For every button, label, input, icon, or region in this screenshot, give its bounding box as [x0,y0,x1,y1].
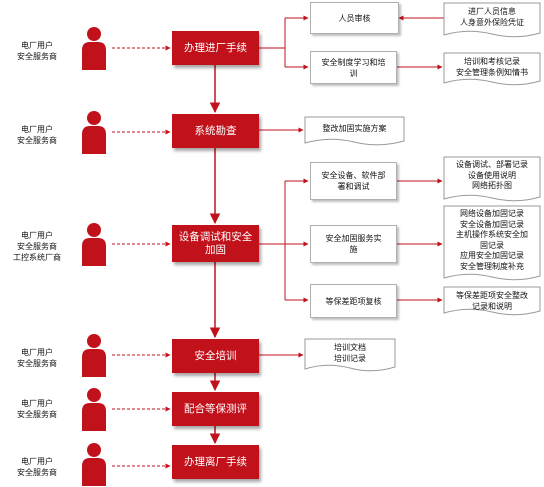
document-text: 整改加固实施方案 [305,124,404,135]
role-label: 电厂用户 安全服务商 [0,398,74,420]
document-line: 应用安全加固记录 [460,251,524,260]
role-label: 电厂用户 安全服务商 [0,456,74,478]
subtask-box: 等保差距项复核 [310,284,397,318]
document-line: 网络设备加固记录 [460,209,524,218]
role-label: 电厂用户 安全服务商 [0,40,74,62]
step-label: 配合等保测评 [184,402,247,415]
subtask-box: 人员审核 [310,2,399,34]
document-line: 设备调试、部署记录 [456,160,528,169]
role-line: 电厂用户 [21,41,53,50]
document-text: 培训文档 培训记录 [305,343,395,364]
person-icon [82,443,106,486]
subtask-label: 安全设备、软件部署和调试 [321,171,386,191]
role-line: 电厂用户 [21,399,53,408]
document-shape [443,2,541,38]
step-label: 设备调试和安全加固 [178,230,253,256]
step-box: 配合等保测评 [172,392,259,426]
document-text: 设备调试、部署记录 设备使用说明 网络拓扑图 [444,160,540,192]
role-line: 安全服务商 [17,410,57,419]
person-icon [82,223,106,266]
step-box: 办理进厂手续 [172,31,259,65]
step-box: 系统勘查 [172,114,259,148]
subtask-box: 安全制度学习和培训 [310,51,397,84]
step-box: 办理离厂手续 [172,445,259,479]
document-line: 安全管理条例知情书 [456,67,528,77]
role-line: 电厂用户 [21,348,53,357]
role-line: 电厂用户 [21,457,53,466]
person-icon [82,111,106,154]
subtask-label: 安全制度学习和培训 [321,57,386,78]
step-label: 系统勘查 [194,124,237,137]
document-text: 网络设备加固记录 安全设备加固记录 主机操作系统安全加 固记录 应用安全加固记录… [444,209,540,272]
step-label: 办理离厂手续 [184,455,247,468]
role-line: 安全服务商 [17,359,57,368]
document-line: 人身意外保险凭证 [460,17,524,27]
document-shape [443,286,541,316]
role-line: 工控系统厂商 [13,253,61,262]
role-label: 电厂用户 安全服务商 [0,124,74,146]
document-line: 等保差距项安全整改 [456,291,528,300]
document-shape [443,205,541,281]
subtask-label: 人员审核 [338,13,371,23]
document-shape [443,156,541,202]
document-line: 安全设备加固记录 [460,219,524,229]
subtask-box: 安全设备、软件部署和调试 [310,162,397,200]
document-shape [304,116,405,146]
step-label: 安全培训 [194,349,237,362]
document-line: 培训和考核记录 [464,57,520,66]
document-text: 等保差距项安全整改 记录和说明 [444,291,540,312]
person-icon [82,334,106,377]
role-line: 安全服务商 [17,242,57,251]
subtask-label: 等保差距项复核 [325,296,382,306]
document-line: 设备使用说明 [468,170,516,180]
role-line: 安全服务商 [17,52,57,61]
subtask-label: 安全加固服务实施 [325,234,382,254]
subtask-box: 安全加固服务实施 [310,225,397,263]
role-line: 安全服务商 [17,136,57,145]
role-label: 电厂用户 安全服务商 工控系统厂商 [0,230,74,263]
person-icon [82,27,106,70]
document-text: 进厂人员信息 人身意外保险凭证 [444,7,540,28]
document-line: 固记录 [480,240,504,250]
step-box: 安全培训 [172,339,259,373]
role-line: 电厂用户 [21,125,53,134]
role-label: 电厂用户 安全服务商 [0,347,74,369]
document-text: 培训和考核记录 安全管理条例知情书 [444,57,540,78]
person-icon [82,388,106,431]
document-line: 记录和说明 [472,301,512,311]
document-line: 主机操作系统安全加 [456,230,528,239]
document-line: 培训记录 [334,353,366,363]
step-box: 设备调试和安全加固 [172,225,259,262]
document-line: 进厂人员信息 [468,7,516,16]
step-label: 办理进厂手续 [184,41,247,54]
role-line: 电厂用户 [21,231,53,240]
branch-connectors [259,15,445,358]
role-line: 安全服务商 [17,468,57,477]
document-line: 整改加固实施方案 [322,124,387,133]
document-shapes [304,2,541,372]
document-line: 安全管理制度补充 [460,261,524,271]
document-line: 培训文档 [334,343,366,352]
role-connectors [112,45,171,469]
document-line: 网络拓扑图 [472,181,512,190]
document-shape [443,52,541,86]
document-shape [304,338,396,372]
